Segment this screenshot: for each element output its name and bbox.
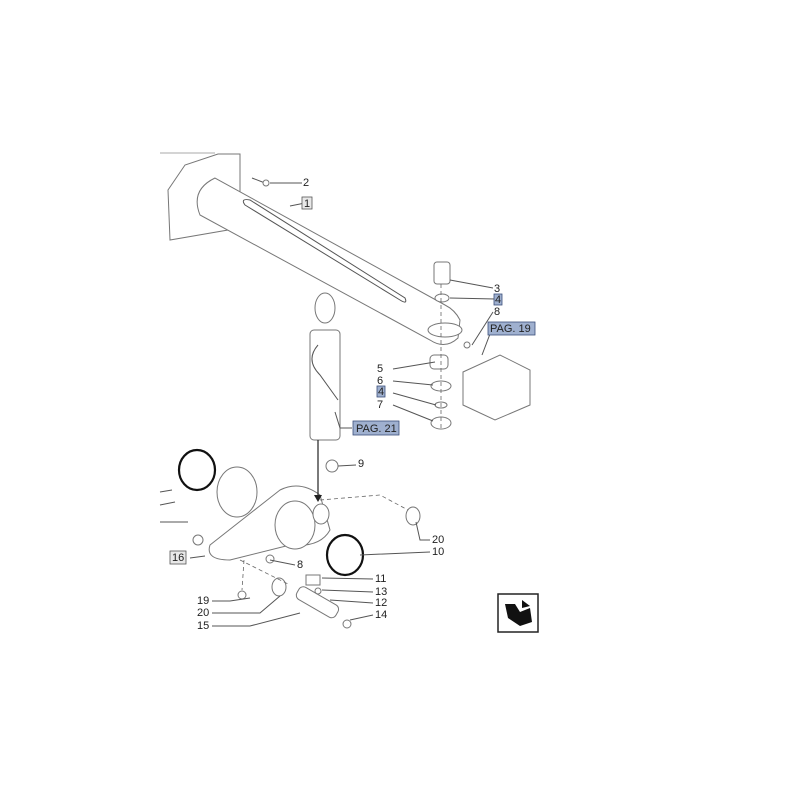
pag-19-highlight [487,321,536,336]
callout-11[interactable]: 11 [375,573,386,585]
hydraulic-cylinder [309,329,341,441]
callout-4[interactable]: 4 [495,294,501,306]
callout-20[interactable]: 20 [432,534,444,546]
callout-8b[interactable]: 8 [297,559,303,571]
arm-bore [427,322,463,338]
callout-20b[interactable]: 20 [197,607,209,619]
callout-4b[interactable]: 4 [378,386,384,398]
lug [312,503,330,525]
washer-20b [271,577,287,597]
callout-16[interactable]: 16 [172,552,184,564]
grease-nipple [463,341,471,349]
o-ring-top [177,448,217,492]
callout-7[interactable]: 7 [377,399,383,411]
callout-2[interactable]: 2 [303,177,309,189]
callout-12[interactable]: 12 [375,597,387,609]
plate-11 [305,574,321,586]
callout-5[interactable]: 5 [377,363,383,375]
callout-1[interactable]: 1 [304,198,310,210]
arrow-head [314,495,322,502]
clip-left [192,534,204,546]
pag-21-highlight [352,420,400,436]
callout-6[interactable]: 6 [377,375,383,387]
swing-arm-bore [274,500,316,550]
arm-slot [242,199,407,303]
clip-8 [265,554,275,564]
clip-9 [325,459,339,473]
callout-13[interactable]: 13 [375,586,387,598]
bracket [462,354,531,421]
page-turn-icon[interactable] [497,593,539,633]
pin [433,261,451,285]
o-ring-10 [325,533,365,577]
callout-4-highlight [493,293,503,306]
nipple-19 [237,590,247,600]
sleeve [216,466,258,518]
washer-13 [314,587,322,595]
callout-15[interactable]: 15 [197,620,209,632]
bolt-head [262,179,270,187]
callout-14[interactable]: 14 [375,609,387,621]
cylinder-eye [314,292,336,324]
callout-10[interactable]: 10 [432,546,444,558]
callout-4b-highlight [376,385,386,398]
pin-15 [295,586,340,619]
bushing [429,354,449,370]
ref-pag-21[interactable]: PAG. 21 [356,423,397,435]
callout-16-box [169,550,187,565]
callout-1-box [301,196,313,210]
cylinder-pipe [311,344,339,401]
callout-9[interactable]: 9 [358,458,364,470]
callout-19[interactable]: 19 [197,595,209,607]
callout-3[interactable]: 3 [494,283,500,295]
callout-8[interactable]: 8 [494,306,500,318]
washer-20 [405,506,421,526]
assembly-axes [239,284,442,591]
ref-pag-19[interactable]: PAG. 19 [490,323,531,335]
axle-arm [196,177,461,345]
washer [434,293,450,303]
nipple-14 [342,619,352,629]
